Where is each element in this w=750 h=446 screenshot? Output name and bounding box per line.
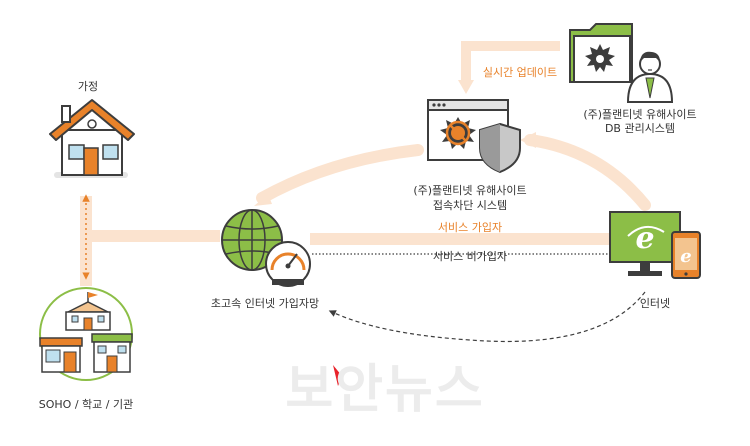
label-realtime-update: 실시간 업데이트 bbox=[482, 66, 558, 79]
label-internet: 인터넷 bbox=[639, 297, 671, 310]
smartphone-icon: e bbox=[671, 231, 701, 279]
label-block-title-1: (주)플랜티넷 유해사이트 bbox=[413, 184, 527, 197]
house-icon bbox=[49, 99, 135, 178]
label-non-subscriber: 서비스 비가입자 bbox=[432, 250, 508, 263]
watermark-logo: 보안뉴스 bbox=[285, 360, 485, 420]
monitor-icon: e bbox=[609, 211, 681, 276]
office-icon bbox=[91, 333, 133, 373]
soho-cluster-icon bbox=[39, 287, 133, 381]
label-block-title-2: 접속차단 시스템 bbox=[432, 199, 508, 212]
administrator-icon bbox=[626, 51, 674, 103]
label-home: 가정 bbox=[77, 80, 99, 93]
watermark-red-mark bbox=[333, 365, 342, 386]
label-db-title-1: (주)플랜티넷 유해사이트 bbox=[583, 108, 697, 121]
label-subscriber: 서비스 가입자 bbox=[437, 221, 503, 234]
shop-icon bbox=[39, 337, 83, 373]
svg-text:e: e bbox=[635, 221, 654, 256]
label-soho: SOHO / 학교 / 기관 bbox=[38, 398, 134, 411]
db-folder-icon bbox=[569, 23, 633, 83]
home-isp-band bbox=[92, 230, 220, 242]
flow-realtime-update bbox=[458, 41, 560, 94]
subscriber-band bbox=[310, 233, 610, 245]
speed-gauge-icon bbox=[265, 241, 311, 287]
school-icon bbox=[65, 292, 111, 331]
svg-text:e: e bbox=[680, 246, 691, 267]
shield-icon bbox=[479, 122, 521, 174]
flow-arc-to-isp bbox=[254, 144, 424, 206]
label-db-title-2: DB 관리시스템 bbox=[604, 122, 676, 135]
label-isp: 초고속 인터넷 가입자망 bbox=[210, 297, 320, 310]
return-dashed-arc bbox=[328, 291, 646, 343]
flow-arc-to-block bbox=[520, 132, 651, 211]
